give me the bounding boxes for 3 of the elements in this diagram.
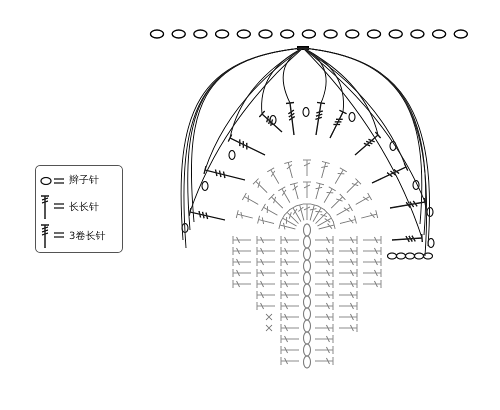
legend-label: 3卷长针 [69, 230, 106, 243]
legend-label: 长长针 [69, 200, 99, 214]
legend-label: 辫子针 [69, 174, 99, 188]
